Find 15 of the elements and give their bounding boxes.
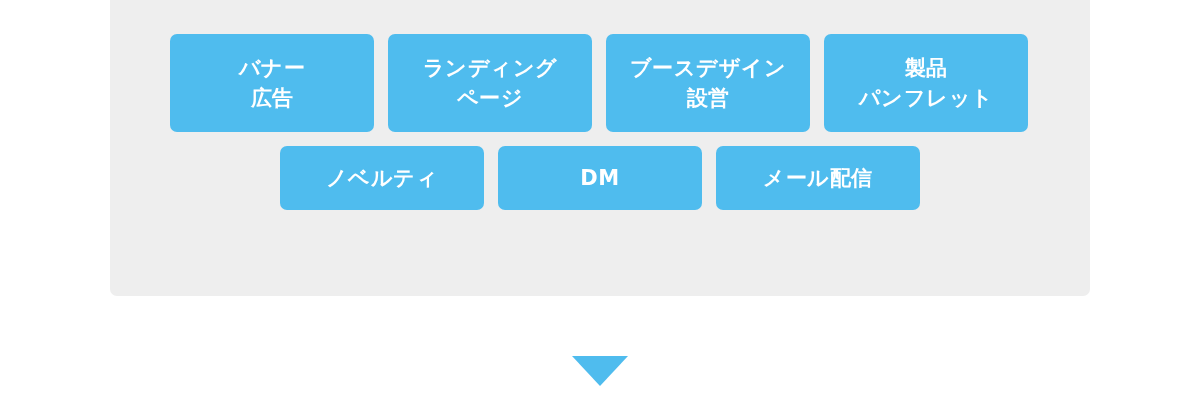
item-card [388, 34, 592, 132]
item-card [498, 146, 702, 210]
card-label: 製品パンフレット [858, 55, 994, 112]
item-card [824, 34, 1028, 132]
card-label: メール配信 [763, 165, 873, 192]
panel-background [110, 0, 1090, 296]
item-card [716, 146, 920, 210]
card-label: ブースデザイン設営 [629, 55, 787, 112]
card-label: ノベルティ [325, 165, 439, 192]
card-label: DM [580, 165, 620, 192]
card-label: バナー広告 [238, 55, 306, 112]
item-card [606, 34, 810, 132]
item-card [170, 34, 374, 132]
card-label: ランディングページ [422, 55, 558, 112]
item-card [280, 146, 484, 210]
